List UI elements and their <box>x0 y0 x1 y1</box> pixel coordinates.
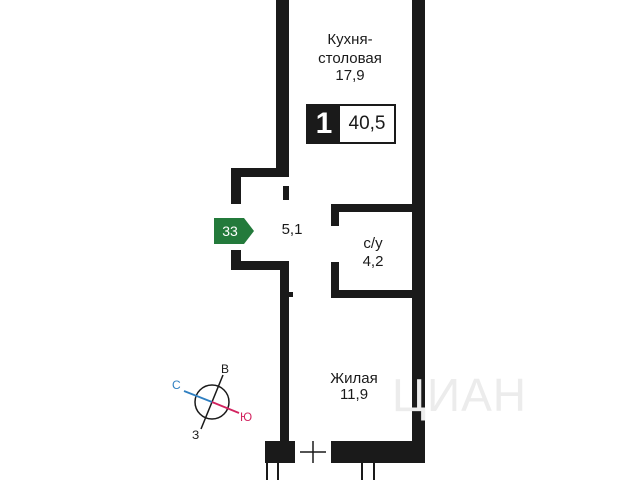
wall-niche-top <box>231 168 289 177</box>
wall-left-upper <box>276 0 289 176</box>
wall-bottom-left <box>265 441 295 463</box>
room-living-name: Жилая <box>330 370 378 387</box>
apartment-number: 33 <box>222 223 238 239</box>
compass-icon <box>183 374 240 430</box>
wall-right <box>412 0 425 452</box>
wall-niche-left-top <box>231 168 241 204</box>
apartment-number-tag-icon <box>214 218 254 244</box>
wall-door-jamb-top <box>283 186 289 200</box>
wall-bathroom-left-lower <box>331 262 339 297</box>
compass-west-label: З <box>192 428 200 442</box>
rooms-count: 1 <box>308 106 340 142</box>
room-kitchen-area: 17,9 <box>335 67 365 84</box>
room-living-area: 11,9 <box>339 386 369 403</box>
wall-niche-left-bottom <box>231 250 241 270</box>
room-bathroom-name: с/у <box>363 235 383 252</box>
wall-niche-bottom <box>231 261 289 270</box>
wall-left-lower <box>280 261 289 441</box>
room-bathroom-area: 4,2 <box>362 253 384 270</box>
room-kitchen-name: Кухня- столовая <box>318 31 382 67</box>
compass-south-label: Ю <box>240 410 253 424</box>
compass-north-label: С <box>172 378 181 392</box>
total-area: 40,5 <box>340 106 394 142</box>
room-hall-area: 5,1 <box>281 221 303 238</box>
wall-bottom-right <box>331 441 425 463</box>
wall-bathroom-bottom <box>331 290 415 298</box>
apartment-badge: 1 40,5 <box>306 104 396 144</box>
watermark: ЦИАН <box>392 369 527 421</box>
wall-bathroom-top <box>331 204 415 212</box>
wall-stub <box>288 292 293 297</box>
compass-east-label: В <box>221 362 230 376</box>
wall-bathroom-left <box>331 204 339 226</box>
